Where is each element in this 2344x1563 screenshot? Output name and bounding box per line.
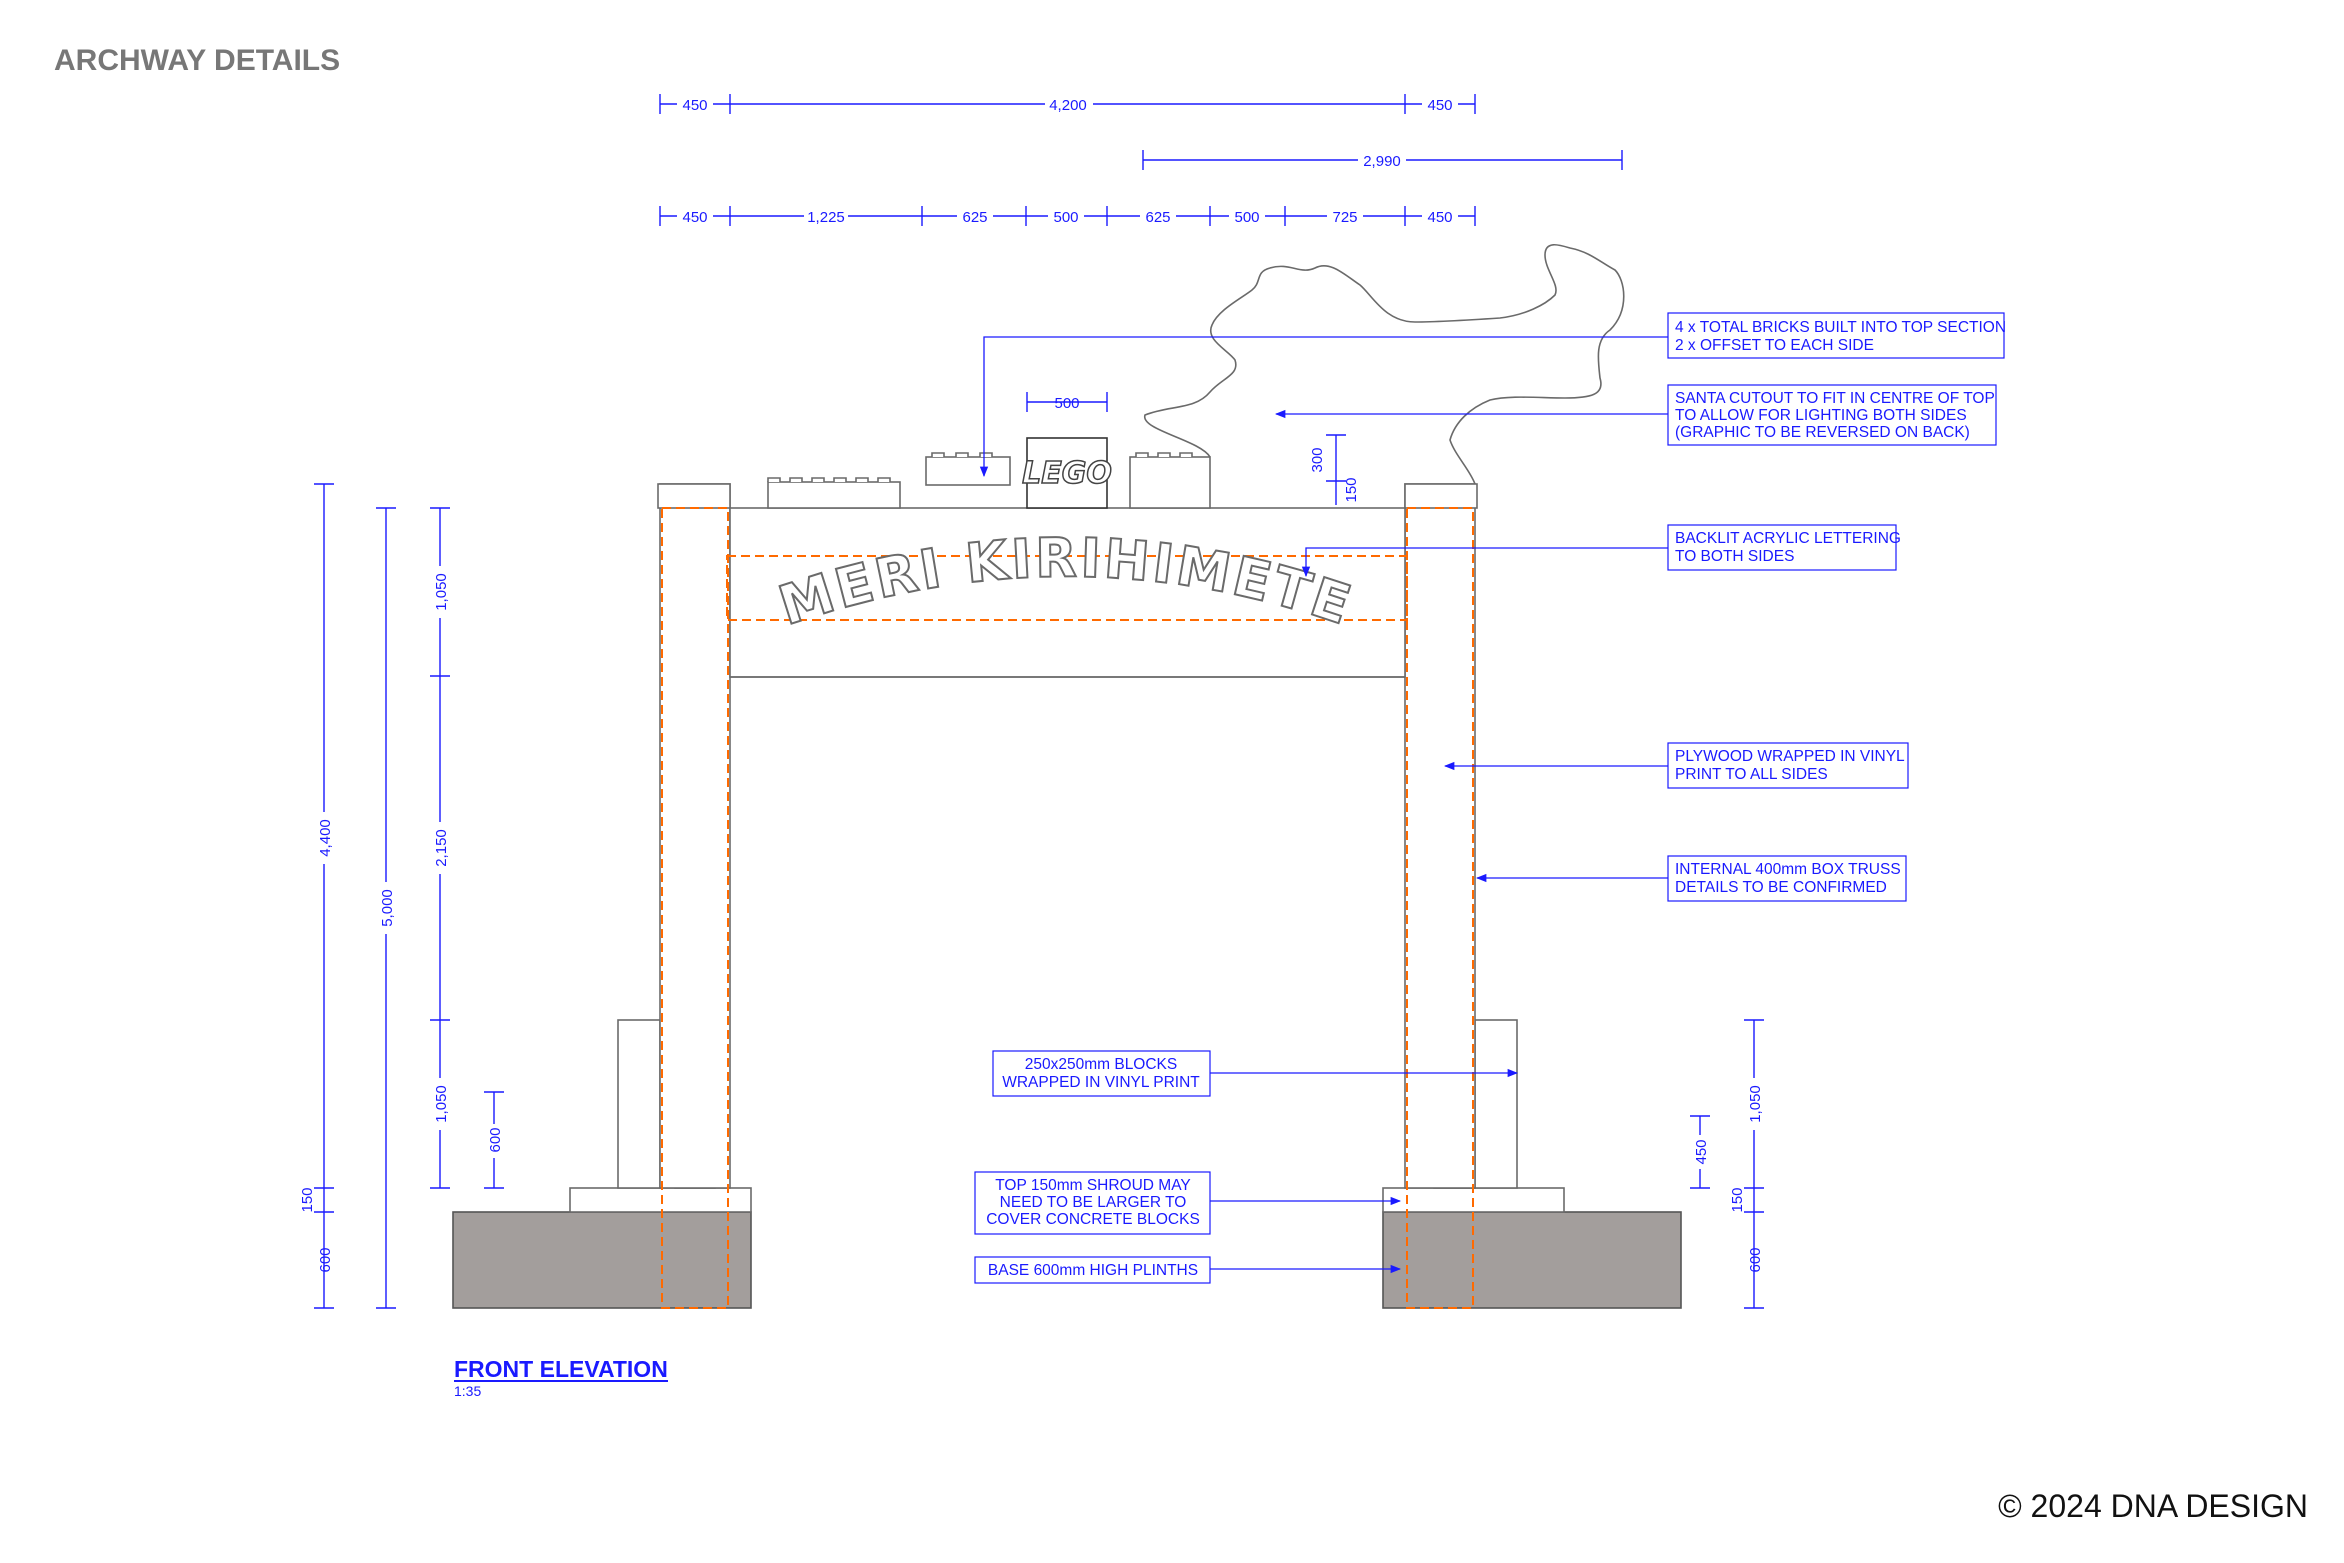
dim-600-block: 600 [487, 1127, 504, 1152]
dim-600-left: 600 [317, 1247, 334, 1272]
svg-text:DETAILS TO BE CONFIRMED: DETAILS TO BE CONFIRMED [1675, 879, 1887, 896]
left-cap [657, 483, 731, 509]
internal-truss [661, 507, 1474, 1309]
svg-text:250x250mm BLOCKS: 250x250mm BLOCKS [1025, 1056, 1178, 1073]
note-bricks: 4 x TOTAL BRICKS BUILT INTO TOP SECTION … [1667, 312, 2006, 359]
left-dimension-labels: 4,400 150 600 5,000 1,050 2,150 1,050 60… [299, 566, 504, 1273]
left-plinth [452, 1211, 752, 1309]
svg-text:PRINT TO ALL SIDES: PRINT TO ALL SIDES [1675, 766, 1828, 783]
dim-150-left: 150 [299, 1187, 316, 1212]
lego-bricks [767, 452, 1211, 509]
right-dimension-labels: 1,050 150 600 450 [1690, 1078, 1764, 1273]
svg-text:COVER CONCRETE BLOCKS: COVER CONCRETE BLOCKS [986, 1211, 1200, 1228]
note-plywood: PLYWOOD WRAPPED IN VINYL PRINT TO ALL SI… [1667, 742, 1909, 789]
svg-text:BACKLIT ACRYLIC LETTERING: BACKLIT ACRYLIC LETTERING [1675, 530, 1901, 547]
dim-r3-4: 625 [1145, 209, 1170, 226]
note-truss: INTERNAL 400mm BOX TRUSS DETAILS TO BE C… [1667, 855, 1907, 902]
header-beam [729, 507, 1406, 678]
dim-1050-right: 1,050 [1747, 1085, 1764, 1123]
view-title-block: FRONT ELEVATION 1:35 [454, 1356, 668, 1399]
svg-text:NEED TO BE LARGER TO: NEED TO BE LARGER TO [1000, 1194, 1187, 1211]
top-dimensions [659, 94, 1623, 505]
dim-4400: 4,400 [317, 819, 334, 857]
top-dimension-labels: 450 4,200 450 2,990 450 1,225 625 500 62… [677, 95, 1458, 503]
svg-text:(GRAPHIC TO BE REVERSED ON BAC: (GRAPHIC TO BE REVERSED ON BACK) [1675, 424, 1970, 441]
svg-text:TO ALLOW FOR LIGHTING BOTH SID: TO ALLOW FOR LIGHTING BOTH SIDES [1675, 407, 1967, 424]
dim-span-4200: 4,200 [1049, 97, 1087, 114]
note-blocks: 250x250mm BLOCKS WRAPPED IN VINYL PRINT [992, 1050, 1211, 1097]
note-acrylic: BACKLIT ACRYLIC LETTERING TO BOTH SIDES [1667, 524, 1901, 571]
svg-text:4 x TOTAL BRICKS BUILT INTO TO: 4 x TOTAL BRICKS BUILT INTO TOP SECTION [1675, 319, 2006, 336]
note-santa: SANTA CUTOUT TO FIT IN CENTRE OF TOP TO … [1667, 384, 1997, 446]
left-dimensions [314, 483, 504, 1309]
dim-left-450: 450 [682, 97, 707, 114]
right-post [1404, 483, 1476, 1189]
lego-logo-box [1026, 437, 1108, 509]
view-scale: 1:35 [454, 1383, 481, 1399]
note-leaders [979, 336, 1668, 1274]
dim-5000: 5,000 [379, 889, 396, 927]
dim-r3-6: 725 [1332, 209, 1357, 226]
dim-1050-upper: 1,050 [433, 573, 450, 611]
arch-lettering-panel: MERI KIRIHIMETE [726, 525, 1408, 639]
dim-r3-0: 450 [682, 209, 707, 226]
dim-r3-1: 1,225 [807, 209, 845, 226]
dim-150-top: 150 [1343, 477, 1360, 502]
svg-text:PLYWOOD WRAPPED IN VINYL: PLYWOOD WRAPPED IN VINYL [1675, 748, 1905, 765]
dim-1050-lower: 1,050 [433, 1085, 450, 1123]
dim-r3-3: 500 [1053, 209, 1078, 226]
right-block-outer [1474, 1019, 1518, 1189]
svg-text:TOP 150mm SHROUD MAY: TOP 150mm SHROUD MAY [995, 1177, 1191, 1194]
dim-r3-2: 625 [962, 209, 987, 226]
dim-right-450: 450 [1427, 97, 1452, 114]
dim-r3-5: 500 [1234, 209, 1259, 226]
sheet-title: ARCHWAY DETAILS [54, 44, 341, 77]
right-cap [1404, 483, 1478, 509]
dim-logo-500: 500 [1054, 395, 1079, 412]
svg-text:TO BOTH SIDES: TO BOTH SIDES [1675, 548, 1794, 565]
right-plinth [1382, 1211, 1682, 1309]
view-title: FRONT ELEVATION [454, 1356, 668, 1382]
left-post [659, 483, 731, 1189]
svg-text:WRAPPED IN VINYL PRINT: WRAPPED IN VINYL PRINT [1002, 1074, 1200, 1091]
svg-text:INTERNAL 400mm BOX TRUSS: INTERNAL 400mm BOX TRUSS [1675, 861, 1901, 878]
svg-text:2 x OFFSET TO EACH SIDE: 2 x OFFSET TO EACH SIDE [1675, 337, 1874, 354]
lego-logo: LEGO [1022, 456, 1112, 491]
copyright: © 2024 DNA DESIGN [1998, 1488, 2308, 1524]
left-block-outer [617, 1019, 661, 1189]
dim-2990: 2,990 [1363, 153, 1401, 170]
left-shroud [569, 1187, 752, 1213]
svg-text:BASE 600mm HIGH PLINTHS: BASE 600mm HIGH PLINTHS [988, 1262, 1198, 1279]
santa-cutout [1144, 243, 1625, 485]
note-plinths: BASE 600mm HIGH PLINTHS [974, 1256, 1211, 1284]
svg-text:SANTA CUTOUT TO FIT IN CENTRE: SANTA CUTOUT TO FIT IN CENTRE OF TOP [1675, 390, 1995, 407]
dim-150-right: 150 [1729, 1187, 1746, 1212]
dim-450-right: 450 [1693, 1139, 1710, 1164]
dim-2150: 2,150 [433, 829, 450, 867]
note-shroud: TOP 150mm SHROUD MAY NEED TO BE LARGER T… [974, 1171, 1211, 1235]
arch-structure: LEGO [452, 243, 1682, 1309]
dim-r3-7: 450 [1427, 209, 1452, 226]
dim-300: 300 [1309, 447, 1326, 472]
dim-600-right: 600 [1747, 1247, 1764, 1272]
